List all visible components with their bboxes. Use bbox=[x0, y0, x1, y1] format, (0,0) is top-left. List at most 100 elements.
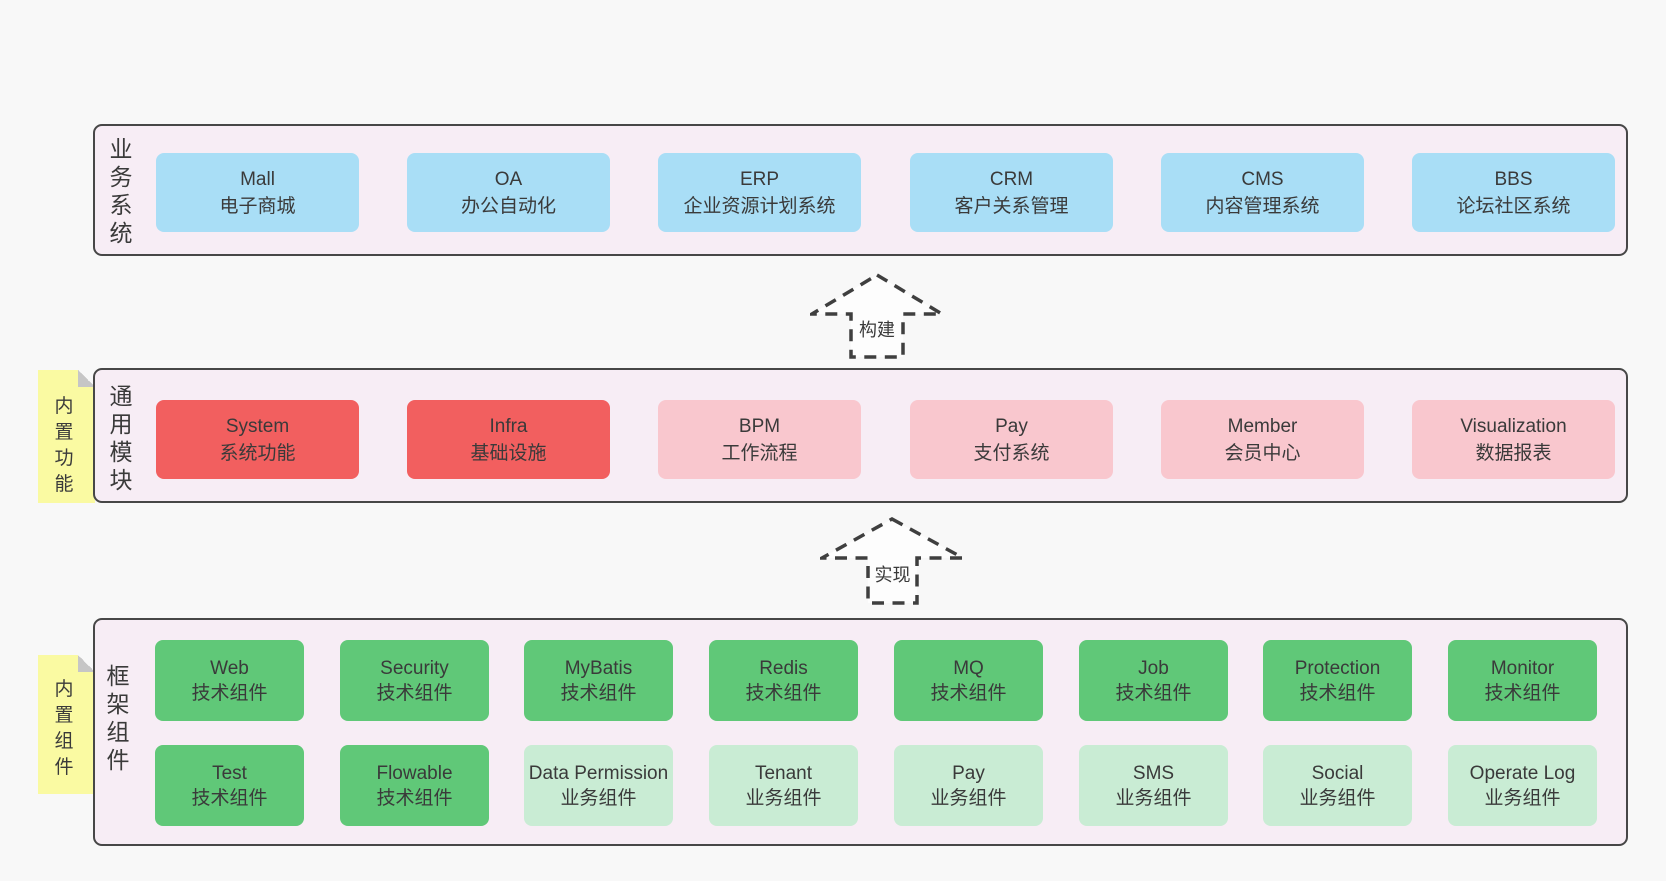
band-label: 框架组件 bbox=[106, 663, 130, 773]
module-box-bpm: BPM 工作流程 bbox=[658, 400, 861, 479]
system-box-mall: Mall 电子商城 bbox=[156, 153, 359, 232]
box-title: BBS bbox=[1494, 168, 1533, 190]
box-title: SMS bbox=[1132, 762, 1175, 784]
box-title: Monitor bbox=[1490, 657, 1555, 679]
system-box-crm: CRM 客户关系管理 bbox=[910, 153, 1113, 232]
component-box-social: Social 业务组件 bbox=[1263, 745, 1412, 826]
box-subtitle: 论坛社区系统 bbox=[1456, 195, 1571, 217]
component-box-mybatis: MyBatis 技术组件 bbox=[524, 640, 673, 721]
component-box-redis: Redis 技术组件 bbox=[709, 640, 858, 721]
box-title: ERP bbox=[739, 168, 780, 190]
box-subtitle: 办公自动化 bbox=[460, 195, 556, 217]
box-subtitle: 技术组件 bbox=[191, 682, 268, 704]
box-subtitle: 技术组件 bbox=[1299, 682, 1376, 704]
module-box-infra: Infra 基础设施 bbox=[407, 400, 610, 479]
box-subtitle: 数据报表 bbox=[1475, 442, 1552, 464]
box-title: Mall bbox=[240, 168, 275, 190]
box-title: System bbox=[225, 415, 290, 437]
box-subtitle: 企业资源计划系统 bbox=[683, 195, 836, 217]
dashed-up-arrow-icon bbox=[810, 272, 944, 359]
component-box-security: Security 技术组件 bbox=[340, 640, 489, 721]
box-subtitle: 技术组件 bbox=[1115, 682, 1192, 704]
box-subtitle: 支付系统 bbox=[973, 442, 1050, 464]
arrow-label: 实现 bbox=[874, 565, 911, 585]
box-title: Data Permission bbox=[528, 762, 669, 784]
component-box-web: Web 技术组件 bbox=[155, 640, 304, 721]
box-title: Tenant bbox=[754, 762, 813, 784]
box-subtitle: 业务组件 bbox=[1484, 787, 1561, 809]
sticky-note-label: 内置功能 bbox=[54, 396, 74, 495]
box-subtitle: 技术组件 bbox=[560, 682, 637, 704]
dashed-up-arrow-icon bbox=[820, 517, 964, 605]
box-title: Protection bbox=[1294, 657, 1381, 679]
component-box-tenant: Tenant 业务组件 bbox=[709, 745, 858, 826]
component-box-operate-log: Operate Log 业务组件 bbox=[1448, 745, 1597, 826]
component-box-test: Test 技术组件 bbox=[155, 745, 304, 826]
box-title: Pay bbox=[995, 415, 1028, 437]
system-box-bbs: BBS 论坛社区系统 bbox=[1412, 153, 1615, 232]
box-subtitle: 客户关系管理 bbox=[954, 195, 1069, 217]
box-subtitle: 电子商城 bbox=[219, 195, 296, 217]
box-title: Member bbox=[1227, 415, 1298, 437]
box-title: CMS bbox=[1241, 168, 1284, 190]
box-title: Operate Log bbox=[1469, 762, 1576, 784]
module-box-pay: Pay 支付系统 bbox=[910, 400, 1113, 479]
sticky-note-built-in-components: 内置组件 bbox=[38, 655, 95, 794]
module-box-visualization: Visualization 数据报表 bbox=[1412, 400, 1615, 479]
box-title: Job bbox=[1138, 657, 1169, 679]
component-box-flowable: Flowable 技术组件 bbox=[340, 745, 489, 826]
box-title: OA bbox=[494, 168, 523, 190]
box-subtitle: 工作流程 bbox=[721, 442, 798, 464]
component-box-pay: Pay 业务组件 bbox=[894, 745, 1043, 826]
component-box-protection: Protection 技术组件 bbox=[1263, 640, 1412, 721]
band-label: 通用模块 bbox=[109, 383, 133, 493]
box-title: Security bbox=[380, 657, 449, 679]
box-subtitle: 技术组件 bbox=[930, 682, 1007, 704]
system-box-erp: ERP 企业资源计划系统 bbox=[658, 153, 861, 232]
box-subtitle: 技术组件 bbox=[191, 787, 268, 809]
box-subtitle: 内容管理系统 bbox=[1205, 195, 1320, 217]
arrow-label: 构建 bbox=[859, 320, 895, 340]
component-box-data-permission: Data Permission 业务组件 bbox=[524, 745, 673, 826]
sticky-note-label: 内置组件 bbox=[54, 679, 74, 778]
box-subtitle: 业务组件 bbox=[930, 787, 1007, 809]
fold-corner-icon bbox=[78, 370, 95, 387]
box-title: Flowable bbox=[376, 762, 453, 784]
component-box-job: Job 技术组件 bbox=[1079, 640, 1228, 721]
component-box-mq: MQ 技术组件 bbox=[894, 640, 1043, 721]
arrow-build: 构建 bbox=[810, 270, 944, 362]
box-title: Social bbox=[1311, 762, 1364, 784]
box-subtitle: 技术组件 bbox=[376, 787, 453, 809]
box-title: Visualization bbox=[1460, 415, 1567, 437]
box-subtitle: 业务组件 bbox=[1299, 787, 1376, 809]
box-title: Infra bbox=[489, 415, 528, 437]
box-title: BPM bbox=[738, 415, 781, 437]
box-title: Pay bbox=[952, 762, 985, 784]
box-title: MyBatis bbox=[564, 657, 633, 679]
box-title: Redis bbox=[759, 657, 808, 679]
system-box-cms: CMS 内容管理系统 bbox=[1161, 153, 1364, 232]
box-subtitle: 会员中心 bbox=[1224, 442, 1301, 464]
box-subtitle: 技术组件 bbox=[1484, 682, 1561, 704]
box-subtitle: 业务组件 bbox=[1115, 787, 1192, 809]
box-subtitle: 业务组件 bbox=[560, 787, 637, 809]
band-framework-components: 框架组件 Web 技术组件 Security 技术组件 MyBatis 技术组件… bbox=[93, 618, 1628, 846]
box-title: Test bbox=[212, 762, 247, 784]
box-title: Web bbox=[210, 657, 249, 679]
box-subtitle: 基础设施 bbox=[470, 442, 547, 464]
band-business-systems: 业务系统 Mall 电子商城 OA 办公自动化 ERP 企业资源计划系统 CRM… bbox=[93, 124, 1628, 256]
component-box-monitor: Monitor 技术组件 bbox=[1448, 640, 1597, 721]
module-box-system: System 系统功能 bbox=[156, 400, 359, 479]
box-subtitle: 技术组件 bbox=[376, 682, 453, 704]
box-title: CRM bbox=[989, 168, 1034, 190]
box-subtitle: 技术组件 bbox=[745, 682, 822, 704]
band-label: 业务系统 bbox=[109, 136, 133, 246]
box-subtitle: 系统功能 bbox=[219, 442, 296, 464]
sticky-note-built-in-features: 内置功能 bbox=[38, 370, 95, 503]
band-common-modules: 通用模块 System 系统功能 Infra 基础设施 BPM 工作流程 Pay… bbox=[93, 368, 1628, 503]
component-box-sms: SMS 业务组件 bbox=[1079, 745, 1228, 826]
box-title: MQ bbox=[953, 657, 984, 679]
box-subtitle: 业务组件 bbox=[745, 787, 822, 809]
fold-corner-icon bbox=[78, 655, 95, 672]
